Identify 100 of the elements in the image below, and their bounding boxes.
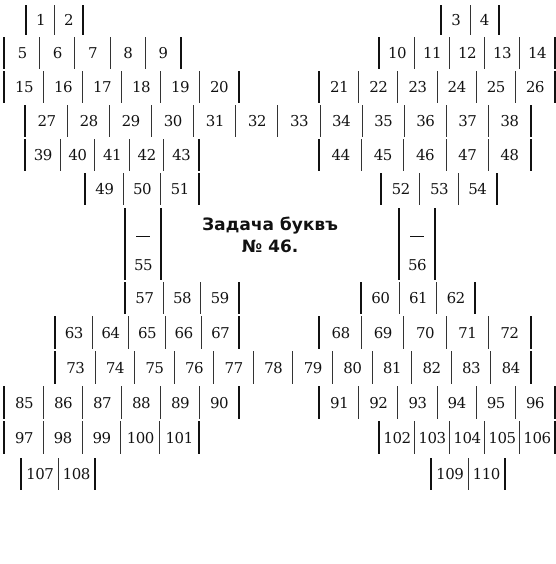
number-cell: 72 — [488, 316, 530, 349]
number-cell: 12 — [449, 37, 484, 69]
number-cell: 31 — [193, 105, 236, 137]
number-cell: 28 — [67, 105, 110, 137]
number-cell: 94 — [436, 386, 476, 419]
number-cell: 100 — [120, 421, 160, 454]
number-cell: 61 — [398, 282, 436, 314]
number-cell: 105 — [484, 421, 519, 454]
number-cell: 18 — [121, 71, 160, 103]
number-cell-text: 109 — [435, 464, 464, 485]
number-cell: 35 — [362, 105, 404, 137]
number-cell: 9 — [144, 37, 180, 69]
number-cell: 92 — [358, 386, 398, 419]
number-cell: 2 — [54, 5, 82, 35]
number-cell: 104 — [449, 421, 484, 454]
number-cell-text: 49 — [94, 179, 114, 200]
number-cell: 48 — [488, 139, 530, 171]
number-cell: 37 — [446, 105, 488, 137]
number-cell-text: 5 — [16, 43, 28, 64]
number-cell: 50 — [122, 173, 160, 205]
number-cell-text: 97 — [14, 428, 34, 448]
number-cell-text: 85 — [14, 392, 34, 414]
number-cell: 59 — [200, 282, 238, 314]
number-cell-text: 10 — [386, 43, 408, 64]
number-cell: 8 — [110, 37, 145, 69]
number-cell: 69 — [361, 316, 404, 349]
number-cell: 40 — [60, 139, 94, 171]
number-cell-text: 39 — [32, 145, 53, 166]
number-cell: 99 — [82, 421, 120, 454]
number-cell: 66 — [164, 316, 202, 349]
number-cell-text: 15 — [14, 77, 34, 98]
number-cell-text: 1 — [34, 10, 46, 31]
number-cell: 25 — [476, 71, 515, 103]
number-cell-text: 55 — [132, 255, 154, 276]
number-cell: 11 — [414, 37, 449, 69]
number-cell: 82 — [411, 351, 451, 384]
number-cell-text: 21 — [329, 77, 350, 98]
number-cell: 64 — [92, 316, 128, 349]
number-cell-text: 44 — [330, 145, 351, 166]
number-cell: 88 — [121, 386, 160, 419]
number-cell-text: 68 — [330, 322, 351, 344]
number-cell: 75 — [134, 351, 174, 384]
number-cell: 77 — [213, 351, 253, 384]
number-cell: 33 — [277, 105, 320, 137]
number-cell: 6 — [39, 37, 74, 69]
number-cell: 30 — [151, 105, 194, 137]
number-cell: 96 — [514, 386, 554, 419]
number-cell: 81 — [372, 351, 412, 384]
number-cell: 89 — [160, 386, 199, 419]
number-cell: 53 — [419, 173, 458, 205]
number-cell: 108 — [58, 458, 94, 490]
number-cell-text: 63 — [64, 322, 84, 344]
number-cell: 43 — [163, 139, 198, 171]
number-cell: 22 — [358, 71, 398, 103]
number-cell: 23 — [397, 71, 437, 103]
number-cell: 95 — [476, 386, 515, 419]
number-cell: 38 — [488, 105, 530, 137]
number-cell-text: 60 — [370, 288, 390, 309]
number-cell: 4 — [470, 5, 498, 35]
number-cell: 78 — [252, 351, 292, 384]
number-cell: 41 — [94, 139, 129, 171]
number-cell: 13 — [484, 37, 519, 69]
number-cell: 36 — [404, 105, 446, 137]
number-cell-text: 3 — [450, 10, 462, 31]
number-cell: 87 — [82, 386, 121, 419]
number-cell: 34 — [320, 105, 362, 137]
number-cell: 71 — [446, 316, 488, 349]
number-cell: 67 — [201, 316, 238, 349]
number-cell-text: 27 — [36, 111, 57, 132]
number-cell: 46 — [403, 139, 446, 171]
number-cell: 16 — [43, 71, 82, 103]
number-cell: 17 — [82, 71, 121, 103]
number-cell: 101 — [159, 421, 198, 454]
number-cell: 7 — [74, 37, 110, 69]
number-cell: 84 — [490, 351, 530, 384]
number-cell: 103 — [414, 421, 449, 454]
number-cell: 86 — [43, 386, 82, 419]
number-cell: 14 — [519, 37, 554, 69]
number-cell: 47 — [446, 139, 488, 171]
number-cell: 26 — [514, 71, 554, 103]
number-cell: 106 — [519, 421, 554, 454]
number-cell: 80 — [332, 351, 372, 384]
number-cell: 62 — [436, 282, 474, 314]
number-cell-text: 73 — [65, 358, 86, 378]
number-cell: 83 — [450, 351, 490, 384]
number-cell: 54 — [458, 173, 496, 205]
number-cell: 32 — [235, 105, 278, 137]
number-cell: 110 — [468, 458, 504, 490]
number-cell-text: 91 — [329, 392, 350, 414]
number-cell: 29 — [109, 105, 152, 137]
number-cell: 76 — [174, 351, 214, 384]
number-cell-text: 52 — [390, 179, 411, 200]
number-cell: 20 — [199, 71, 238, 103]
number-cell-text: 57 — [134, 288, 154, 309]
number-cell: 58 — [162, 282, 200, 314]
number-cell: 70 — [403, 316, 446, 349]
number-cell: 51 — [160, 173, 198, 205]
number-cell: 45 — [361, 139, 404, 171]
number-cell: 93 — [397, 386, 437, 419]
number-cell: 42 — [128, 139, 164, 171]
